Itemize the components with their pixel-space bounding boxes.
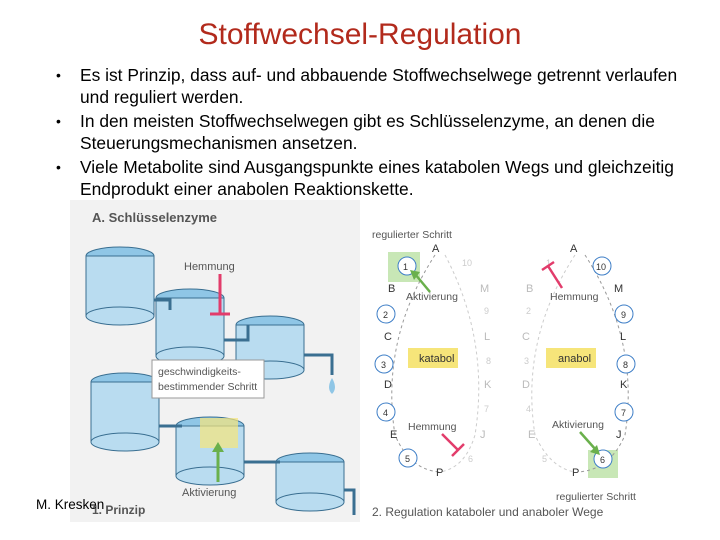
bullet-item: •Viele Metabolite sind Ausgangspunkte ei… [56,157,674,199]
bullet-dot-icon: • [56,67,61,83]
author-name: M. Kresken [36,497,105,512]
metabolite-label: D [384,379,392,391]
svg-text:6: 6 [600,455,605,465]
inhibition-arrow-right [546,265,564,289]
metabolite-label: J [480,429,486,441]
anabol-label: anabol [558,353,591,365]
rate-limiting-label-2: bestimmender Schritt [158,381,257,393]
anabol-box [546,348,596,368]
highlight-box [200,418,238,448]
metabolite-label: E [528,429,535,441]
faint-step-number: 2 [526,306,531,316]
aktivierung-right-label: Aktivierung [552,419,604,431]
faint-step-number: 5 [542,454,547,464]
faint-step-number: 6 [468,454,473,464]
step-circle: 5 [398,448,418,468]
activation-arrowhead [212,442,224,452]
activation-arrowhead-left [410,270,420,280]
metabolism-figure: A. Schlüsselenzyme Hemmung [70,200,645,522]
step-circle: 4 [376,402,396,422]
svg-text:4: 4 [383,408,388,418]
activation-arrow-left [414,273,431,293]
metabolite-label: P [572,467,579,479]
pipe [224,325,250,342]
faint-step-number: 1 [546,258,551,268]
metabolite-label: P [436,467,443,479]
bullet-dot-icon: • [56,159,61,175]
metabolite-label: C [384,331,392,343]
metabolite-label: A [570,243,578,255]
hemmung-left-label: Hemmung [408,421,457,433]
bullet-item: •In den meisten Stoffwechselwegen gibt e… [56,111,655,153]
svg-text:8: 8 [623,360,628,370]
faint-step-number: 4 [526,404,531,414]
hemmung-right-label: Hemmung [550,291,599,303]
regulated-step-top-label: regulierter Schritt [372,229,452,241]
tank-4 [90,372,160,452]
step-circle: 7 [614,402,634,422]
metabolite-label: C [522,331,530,343]
activation-arrow-right [579,431,597,451]
drop-icon [329,378,335,394]
svg-text:5: 5 [405,454,410,464]
bullet-list: •Es ist Prinzip, dass auf- und abbauende… [54,64,694,202]
svg-text:10: 10 [596,262,606,272]
rate-limiting-box [151,359,265,399]
metabolite-label: L [620,331,626,343]
step-circle: 2 [376,304,396,324]
pipe [304,353,334,375]
bullet-dot-icon: • [56,113,61,129]
metabolite-label: M [614,283,623,295]
metabolite-label: K [484,379,492,391]
step-circle: 10 [592,256,612,276]
regulated-step-bottom-label: regulierter Schritt [556,491,636,503]
svg-text:3: 3 [381,360,386,370]
faint-step-number: 3 [524,356,529,366]
anabolic-return-path [531,254,576,473]
faint-step-number: 9 [484,306,489,316]
tank-1 [85,246,155,326]
svg-text:9: 9 [621,310,626,320]
svg-text:2: 2 [383,310,388,320]
metabolite-label: B [526,283,533,295]
tank-6 [275,452,345,512]
katabol-label: katabol [419,353,454,365]
metabolite-label: M [480,283,489,295]
katabol-box [408,348,458,368]
inhibition-bar-right [541,260,555,272]
metabolite-label: J [616,429,622,441]
inhibition-bar-left [451,443,465,457]
metabolite-label: A [432,243,440,255]
svg-text:7: 7 [621,408,626,418]
pipe [344,488,356,515]
metabolite-label: E [390,429,397,441]
step-circle: 8 [616,354,636,374]
panel-a-heading: A. Schlüsselenzyme [92,210,217,225]
inhibition-arrow-left [441,433,459,451]
faint-step-number: 7 [484,404,489,414]
step-circle: 9 [614,304,634,324]
aktivierung-label: Aktivierung [182,487,236,499]
panel-b-caption: 2. Regulation kataboler und anaboler Weg… [372,505,604,519]
rate-limiting-label-1: geschwindigkeits- [158,366,241,378]
hemmung-label: Hemmung [184,261,235,273]
pipe [154,298,172,310]
metabolite-label: L [484,331,490,343]
metabolite-label: B [388,283,395,295]
catabolic-return-path [439,254,480,473]
bullet-item: •Es ist Prinzip, dass auf- und abbauende… [56,65,678,107]
activation-arrowhead-right [590,445,600,455]
aktivierung-left-label: Aktivierung [406,291,458,303]
faint-step-number: 8 [486,356,491,366]
step-circle: 3 [374,354,394,374]
metabolite-label: K [620,379,628,391]
faint-step-number: 10 [462,258,472,268]
prinzip-caption: 1. Prinzip [92,503,145,517]
slide-title: Stoffwechsel-Regulation [198,18,522,51]
svg-text:1: 1 [403,262,408,272]
metabolite-label: D [522,379,530,391]
